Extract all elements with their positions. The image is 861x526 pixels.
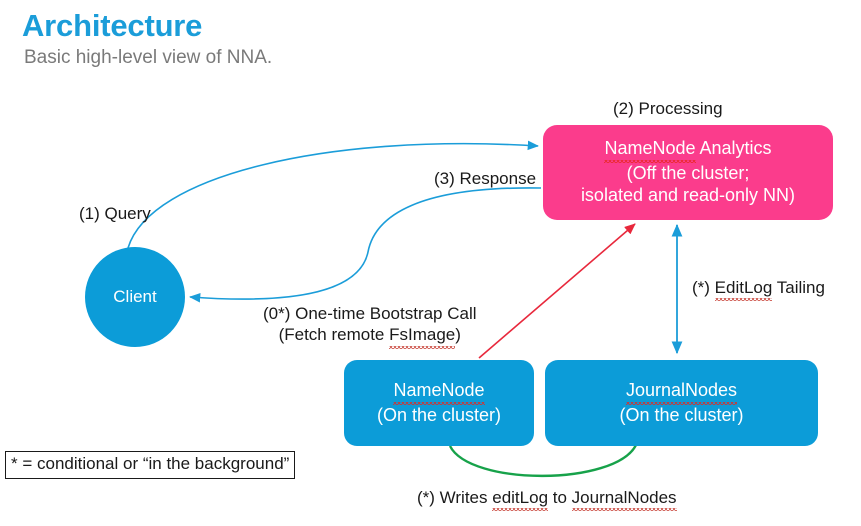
label-writes-pre: (*) Writes — [417, 488, 493, 507]
node-nna-line2: (Off the cluster; — [626, 163, 750, 184]
label-editlog-post: Tailing — [772, 278, 825, 297]
page-subtitle: Basic high-level view of NNA. — [24, 47, 273, 68]
arrow-writes-editlog — [448, 444, 638, 478]
label-response: (3) Response — [434, 169, 537, 188]
label-editlog-word: EditLog — [714, 277, 773, 301]
label-bootstrap: (0*) One-time Bootstrap Call (Fetch remo… — [263, 303, 477, 349]
node-journalnodes-line2: (On the cluster) — [619, 404, 744, 425]
label-bootstrap-line1: (0*) One-time Bootstrap Call — [263, 304, 477, 323]
label-query: (1) Query — [79, 204, 151, 223]
label-processing: (2) Processing — [613, 99, 723, 118]
label-editlog-tailing: (*) EditLog Tailing — [692, 277, 825, 301]
label-bootstrap-line2-pre: (Fetch remote — [278, 325, 390, 345]
node-nna-line3: isolated and read-only NN) — [580, 184, 796, 205]
arrow-query — [127, 140, 539, 249]
node-journalnodes-line1: JournalNodes — [625, 379, 738, 405]
page-title: Architecture — [22, 8, 203, 43]
node-namenode[interactable]: NameNode (On the cluster) — [344, 360, 534, 446]
label-writes-mid: to — [548, 488, 572, 507]
node-namenode-line2: (On the cluster) — [376, 404, 502, 425]
arrow-bootstrap — [478, 223, 636, 359]
label-bootstrap-line2-post: ) — [455, 325, 461, 345]
node-client-label: Client — [113, 286, 157, 306]
label-writes-editlog: (*) Writes editLog to JournalNodes — [417, 487, 677, 511]
node-nna-line1-tail: Analytics — [695, 138, 772, 159]
label-editlog-pre: (*) — [692, 278, 715, 297]
label-writes-editlog-word: editLog — [492, 487, 549, 511]
node-nna-line1: NameNode — [604, 138, 696, 163]
node-namenode-line1: NameNode — [393, 379, 485, 405]
arrow-response — [189, 187, 542, 303]
legend-footnote: * = conditional or “in the background” — [5, 451, 296, 479]
label-writes-journalnodes-word: JournalNodes — [571, 487, 677, 511]
node-client[interactable]: Client — [85, 247, 185, 347]
label-bootstrap-fsimage: FsImage — [389, 324, 456, 348]
node-namenode-analytics[interactable]: NameNode Analytics (Off the cluster; iso… — [543, 125, 833, 220]
node-journalnodes[interactable]: JournalNodes (On the cluster) — [545, 360, 818, 446]
